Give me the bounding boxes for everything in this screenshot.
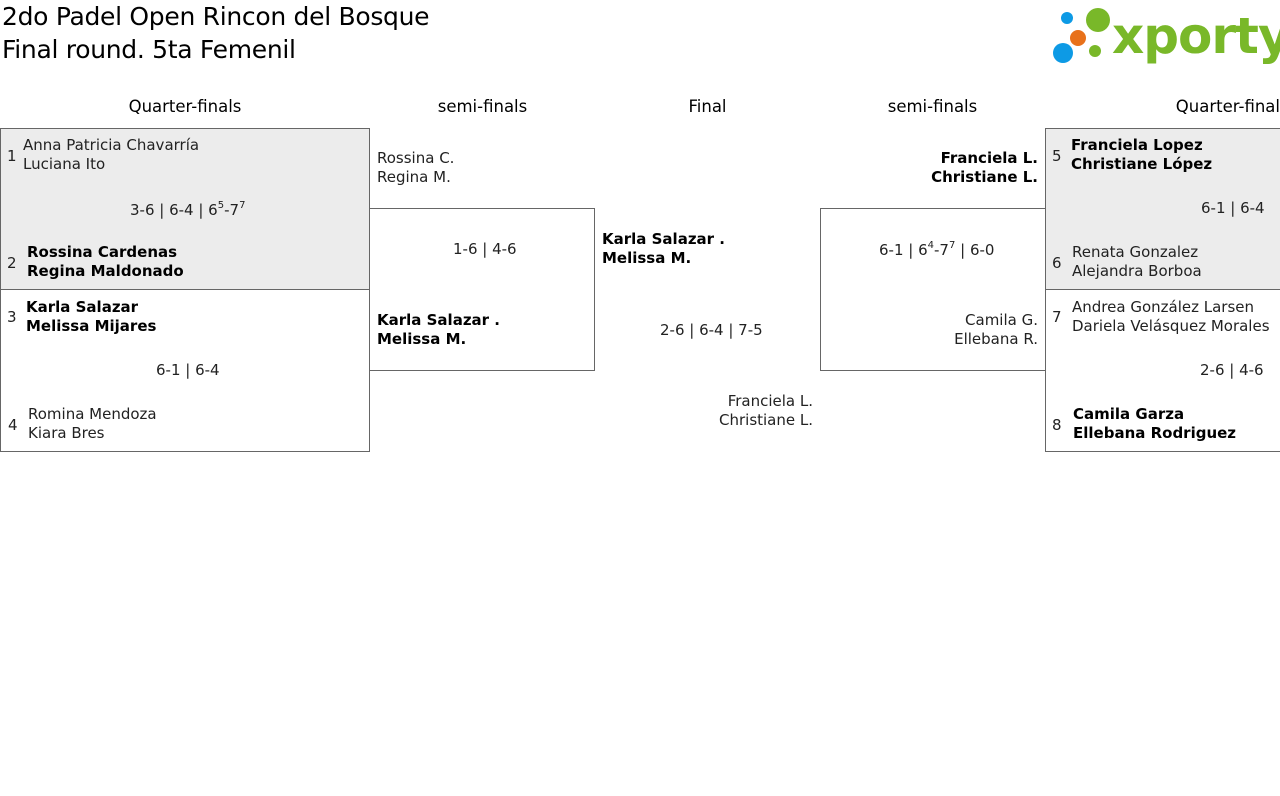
player-name: Anna Patricia Chavarría [23,136,200,154]
player-name-winner: Franciela L. [940,149,1038,167]
player-name: Alejandra Borboa [1072,262,1202,280]
player-name-winner: Camila Garza [1073,405,1185,423]
seed-number: 5 [1052,147,1062,165]
seed-number: 3 [7,308,17,326]
player-name: Romina Mendoza [28,405,157,423]
match-score: 2-6 | 4-6 [1200,361,1264,379]
header-semi-finals-right: semi-finals [887,97,978,116]
seed-number: 4 [8,416,18,434]
qf-match-1 [0,128,370,290]
sf-left-match-box [369,208,595,371]
tournament-title: 2do Padel Open Rincon del Bosque [2,2,430,31]
player-name-winner: Melissa M. [377,330,467,348]
xporty-logo: xporty [1050,4,1280,68]
player-name-winner: Regina Maldonado [27,262,184,280]
seed-number: 8 [1052,416,1062,434]
player-name: Kiara Bres [28,424,105,442]
match-score: 6-1 | 6-4 [1201,199,1265,217]
dots-logo-icon [1053,8,1110,63]
player-name: Camila G. [965,311,1038,329]
player-name: Dariela Velásquez Morales [1072,317,1270,335]
player-name-winner: Christiane L. [931,168,1038,186]
seed-number: 2 [7,254,17,272]
match-score: 6-1 | 6-4 [156,361,220,379]
player-name: Andrea González Larsen [1072,298,1254,316]
header-quarter-finals-left: Quarter-finals [128,97,242,116]
player-name-winner: Melissa Mijares [26,317,157,335]
player-name: Franciela L. [727,392,813,410]
player-name-winner: Ellebana Rodriguez [1073,424,1237,442]
player-name-winner: Karla Salazar [26,298,139,316]
header-semi-finals-left: semi-finals [437,97,528,116]
player-name: Luciana Ito [23,155,106,173]
player-name: Ellebana R. [954,330,1038,348]
player-name-winner: Karla Salazar . [602,230,725,248]
player-name: Rossina C. [377,149,455,167]
player-name: Renata Gonzalez [1072,243,1199,261]
player-name-winner: Melissa M. [602,249,692,267]
seed-number: 1 [7,147,17,165]
header-final: Final [688,97,727,116]
player-name-winner: Rossina Cardenas [27,243,178,261]
player-name-winner: Franciela Lopez [1071,136,1203,154]
player-name: Christiane L. [719,411,813,429]
seed-number: 6 [1052,254,1062,272]
logo-wordmark: xporty [1112,7,1280,65]
player-name-winner: Christiane López [1071,155,1213,173]
round-subtitle: Final round. 5ta Femenil [2,35,296,64]
header-quarter-finals-right: Quarter-final [1175,97,1280,116]
match-score: 3-6 | 6-4 | 65-77 [130,200,246,220]
match-score: 1-6 | 4-6 [453,240,517,258]
match-score: 2-6 | 6-4 | 7-5 [660,321,763,339]
seed-number: 7 [1052,308,1062,326]
qf-match-4 [1045,289,1280,452]
match-score: 6-1 | 64-77 | 6-0 [879,240,995,260]
player-name-winner: Karla Salazar . [377,311,500,329]
player-name: Regina M. [377,168,451,186]
